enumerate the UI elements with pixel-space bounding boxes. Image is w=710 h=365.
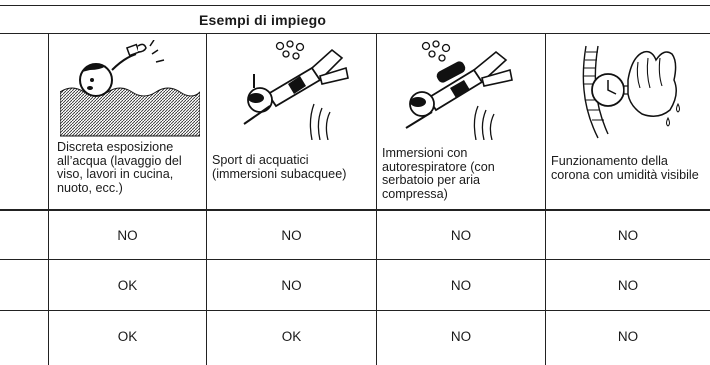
column-3-description: Immersioni con autorespiratore (con serb… [382, 146, 495, 201]
row-3-col-1-value: OK [117, 328, 138, 344]
row-1-rule [0, 259, 710, 260]
row-2-rule [0, 310, 710, 311]
row-1-col-4-value: NO [617, 227, 639, 243]
column-1-description: Discreta esposizione all’acqua (lavaggio… [57, 140, 182, 195]
row-1-col-2-value: NO [281, 227, 302, 243]
table-title: Esempi di impiego [199, 12, 327, 28]
column-4-description: Funzionamento della corona con umidità v… [551, 154, 699, 182]
row-2-col-3-value: NO [450, 277, 472, 293]
column-divider-3 [376, 33, 377, 365]
row-3-col-2-value: OK [281, 328, 302, 344]
hand-winding-watch-illustration [572, 40, 692, 140]
scuba-diver-illustration [392, 40, 522, 140]
row-3-col-3-value: NO [450, 328, 472, 344]
row-3-col-4-value: NO [617, 328, 639, 344]
column-divider-1 [48, 33, 49, 365]
row-2-col-1-value: OK [117, 277, 138, 293]
column-2-description: Sport di acquatici (immersioni subacquee… [212, 153, 347, 181]
wave-swimmer-illustration [60, 40, 200, 140]
snorkel-diver-illustration [224, 40, 354, 140]
row-2-col-4-value: NO [617, 277, 639, 293]
header-rule [0, 33, 710, 34]
row-1-col-1-value: NO [117, 227, 138, 243]
row-1-col-3-value: NO [450, 227, 472, 243]
column-divider-4 [545, 33, 546, 365]
row-2-col-2-value: NO [281, 277, 302, 293]
description-bottom-rule [0, 209, 710, 211]
column-divider-2 [206, 33, 207, 365]
top-rule [0, 5, 710, 6]
